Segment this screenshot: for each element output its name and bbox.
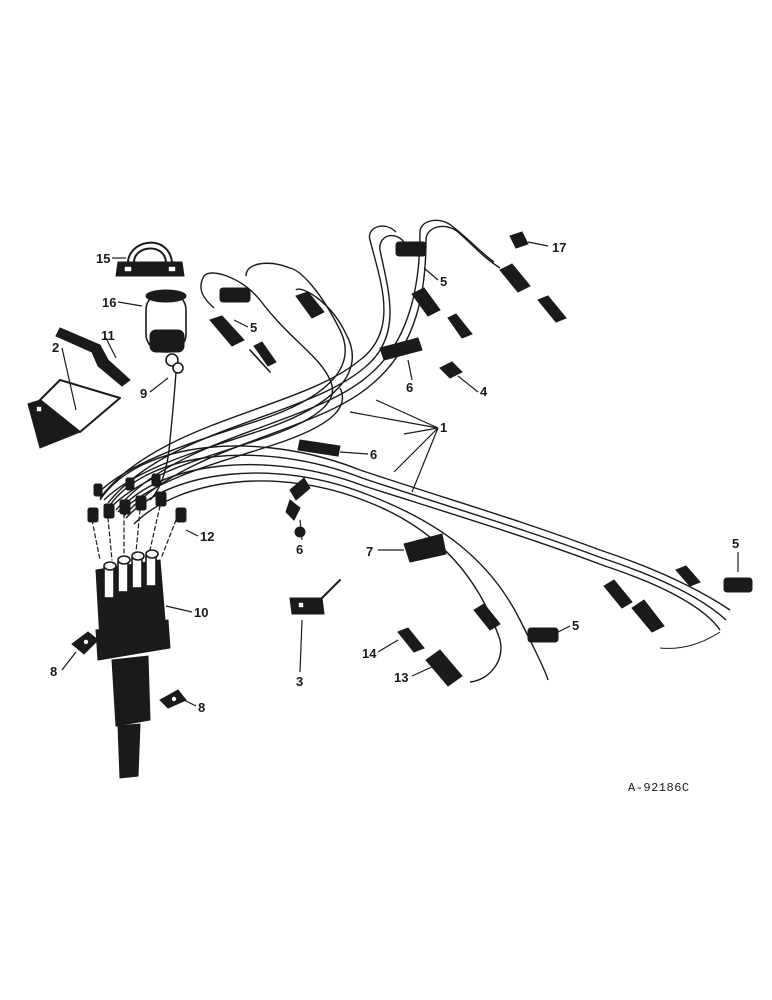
callout-8-left: 8	[50, 664, 57, 679]
callout-14: 14	[362, 646, 377, 661]
callout-8-right: 8	[198, 700, 205, 715]
callout-5-right: 5	[732, 536, 739, 551]
callout-5-top: 5	[440, 274, 447, 289]
callout-17: 17	[552, 240, 566, 255]
callout-6-lower: 6	[296, 542, 303, 557]
callout-leaders	[61, 241, 739, 707]
distributor-cap-leads	[87, 473, 187, 561]
callout-7: 7	[366, 544, 373, 559]
callout-10: 10	[194, 605, 208, 620]
callout-6-upper: 6	[406, 380, 413, 395]
hold-down-clamps	[71, 631, 187, 709]
callout-11: 11	[101, 328, 115, 343]
distributor	[95, 549, 171, 779]
callout-5-lower: 5	[572, 618, 579, 633]
callout-6-middle: 6	[370, 447, 377, 462]
ignition-wire-harness	[95, 219, 731, 683]
wire-separators	[219, 241, 753, 643]
callout-5-upper-left: 5	[250, 320, 257, 335]
callout-2: 2	[52, 340, 59, 355]
callout-9: 9	[140, 386, 147, 401]
callout-labels: 15 16 11 2 9 5 5 17 4 6 6 6 1 7 12 10 8 …	[50, 240, 739, 715]
callout-13: 13	[394, 670, 408, 685]
callout-12: 12	[200, 529, 214, 544]
drawing-reference-code: A-92186C	[628, 781, 690, 795]
callout-15: 15	[96, 251, 110, 266]
coil-bracket	[115, 241, 185, 277]
callout-3: 3	[296, 674, 303, 689]
spark-plugs-and-boots	[209, 263, 701, 687]
callout-1: 1	[440, 420, 447, 435]
small-brackets	[289, 231, 529, 615]
coil-mounting-brackets	[27, 327, 131, 449]
callout-4: 4	[480, 384, 488, 399]
ignition-coil	[145, 289, 187, 374]
callout-16: 16	[102, 295, 116, 310]
